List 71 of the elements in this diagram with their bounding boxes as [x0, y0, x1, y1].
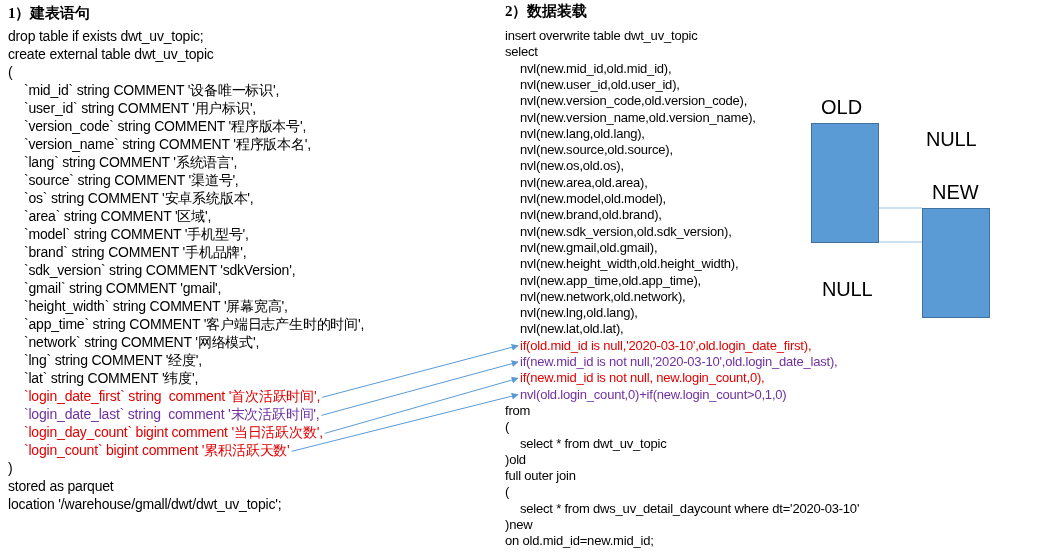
- arrow: [321, 343, 519, 398]
- code-line: nvl(new.lang,old.lang),: [520, 125, 645, 142]
- code-line: nvl(new.source,old.source),: [520, 142, 673, 159]
- code-line: `lat` string COMMENT '纬度',: [24, 370, 199, 387]
- section-heading: 2）数据装载: [505, 2, 587, 20]
- section-heading: 1）建表语句: [8, 4, 90, 22]
- code-line: `area` string COMMENT '区域',: [24, 208, 212, 225]
- code-line: if(new.mid_id is not null, new.login_count,0),: [520, 370, 765, 387]
- code-line: `network` string COMMENT '网络模式',: [24, 334, 260, 351]
- code-line: `version_name` string COMMENT '程序版本名',: [24, 136, 311, 153]
- code-line: `mid_id` string COMMENT '设备唯一标识',: [24, 82, 280, 99]
- null-label: NULL: [926, 128, 977, 150]
- code-line: `height_width` string COMMENT '屏幕宽高',: [24, 298, 288, 315]
- code-line: if(old.mid_id is null,'2020-03-10',old.login_date_first),: [520, 337, 812, 354]
- code-line: stored as parquet: [8, 478, 114, 495]
- code-line: `login_day_count` bigint comment '当日活跃次数',: [24, 424, 323, 441]
- code-line: `app_time` string COMMENT '客户端日志产生时的时间',: [24, 316, 365, 333]
- code-line: `user_id` string COMMENT '用户标识',: [24, 100, 257, 117]
- code-line: full outer join: [505, 468, 576, 485]
- code-line: nvl(new.version_code,old.version_code),: [520, 93, 748, 110]
- code-line: drop table if exists dwt_uv_topic;: [8, 28, 204, 45]
- code-line: `os` string COMMENT '安卓系统版本',: [24, 190, 254, 207]
- code-line: select: [505, 44, 538, 61]
- code-line: nvl(new.gmail,old.gmail),: [520, 239, 658, 256]
- code-line: nvl(old.login_count,0)+if(new.login_count>0,1,0): [520, 386, 787, 403]
- code-line: nvl(new.network,old.network),: [520, 288, 686, 305]
- table-label: OLD: [821, 96, 863, 118]
- code-line: nvl(new.brand,old.brand),: [520, 207, 662, 224]
- code-line: if(new.mid_id is not null,'2020-03-10',old.login_date_last),: [520, 354, 838, 370]
- code-line: `login_date_last` string comment '末次活跃时间',: [24, 406, 320, 423]
- arrow: [321, 360, 519, 416]
- code-line: on old.mid_id=new.mid_id;: [505, 533, 654, 550]
- code-line: )old: [505, 451, 526, 468]
- null-label: NULL: [822, 278, 873, 300]
- code-line: select * from dws_uv_detail_daycount where dt='2020-03-10': [520, 500, 860, 517]
- arrow: [324, 376, 519, 434]
- code-line: `brand` string COMMENT '手机品牌',: [24, 244, 247, 261]
- arrow: [291, 392, 519, 452]
- code-line: `login_date_first` string comment '首次活跃时间',: [24, 388, 321, 405]
- code-line: `sdk_version` string COMMENT 'sdkVersion',: [24, 262, 296, 279]
- code-line: create external table dwt_uv_topic: [8, 46, 214, 63]
- code-line: (: [505, 419, 510, 436]
- code-line: `lang` string COMMENT '系统语言',: [24, 154, 238, 171]
- code-line: nvl(new.model,old.model),: [520, 191, 667, 207]
- code-line: from: [505, 402, 531, 419]
- code-line: `gmail` string COMMENT 'gmail',: [24, 280, 222, 297]
- code-line: nvl(new.lat,old.lat),: [520, 321, 624, 338]
- code-line: nvl(new.user_id,old.user_id),: [520, 76, 680, 93]
- code-line: `login_count` bigint comment '累积活跃天数': [24, 442, 290, 459]
- code-line: location '/warehouse/gmall/dwt/dwt_uv_topic';: [8, 496, 282, 513]
- code-line: (: [505, 484, 510, 501]
- code-line: nvl(new.mid_id,old.mid_id),: [520, 60, 672, 77]
- code-line: (: [8, 64, 13, 81]
- code-line: ): [8, 460, 13, 477]
- code-line: select * from dwt_uv_topic: [520, 435, 667, 452]
- code-line: nvl(new.os,old.os),: [520, 158, 624, 175]
- table-label: NEW: [932, 181, 979, 203]
- code-line: insert overwrite table dwt_uv_topic: [505, 28, 698, 44]
- code-line: nvl(new.area,old.area),: [520, 174, 648, 191]
- code-line: nvl(new.version_name,old.version_name),: [520, 109, 756, 126]
- code-line: nvl(new.lng,old.lang),: [520, 305, 638, 322]
- code-line: `version_code` string COMMENT '程序版本号',: [24, 118, 307, 135]
- code-line: nvl(new.height_width,old.height_width),: [520, 256, 739, 273]
- code-line: `lng` string COMMENT '经度',: [24, 352, 203, 369]
- code-line: nvl(new.sdk_version,old.sdk_version),: [520, 223, 732, 240]
- connector-line: [878, 207, 923, 209]
- code-line: )new: [505, 517, 533, 533]
- code-line: `source` string COMMENT '渠道号',: [24, 172, 239, 189]
- code-line: `model` string COMMENT '手机型号',: [24, 226, 249, 243]
- connector-line: [878, 241, 923, 243]
- code-line: nvl(new.app_time,old.app_time),: [520, 272, 701, 289]
